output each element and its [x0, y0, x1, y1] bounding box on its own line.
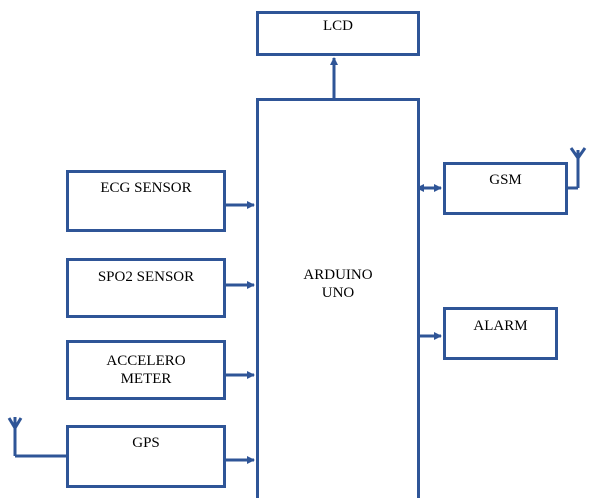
gsm-label: GSM — [489, 172, 522, 188]
accelerometer-label: ACCELERO METER — [66, 352, 226, 388]
arduino-label-line-1: ARDUINO — [303, 267, 373, 283]
gps-label: GPS — [132, 435, 160, 451]
alarm-label: ALARM — [473, 318, 528, 334]
lcd-label: LCD — [323, 18, 353, 34]
ecg-sensor-block — [66, 170, 226, 232]
gsm-antenna-icon — [568, 147, 587, 190]
accelerometer-label-line-1: ACCELERO — [106, 353, 186, 369]
spo2-sensor-block — [66, 258, 226, 318]
accelerometer-block — [66, 340, 226, 400]
ecg-sensor-label: ECG SENSOR — [100, 180, 192, 196]
spo2-sensor-label: SPO2 SENSOR — [97, 269, 195, 285]
arduino-label: ARDUINO UNO — [256, 266, 420, 302]
gps-antenna-icon — [7, 417, 66, 458]
gsm-block — [443, 162, 568, 215]
gps-block — [66, 425, 226, 488]
alarm-block — [443, 307, 558, 360]
accelerometer-label-line-2: METER — [120, 371, 172, 387]
lcd-block — [256, 11, 420, 56]
arduino-label-line-2: UNO — [321, 285, 355, 301]
arduino-uno-block — [256, 98, 420, 498]
